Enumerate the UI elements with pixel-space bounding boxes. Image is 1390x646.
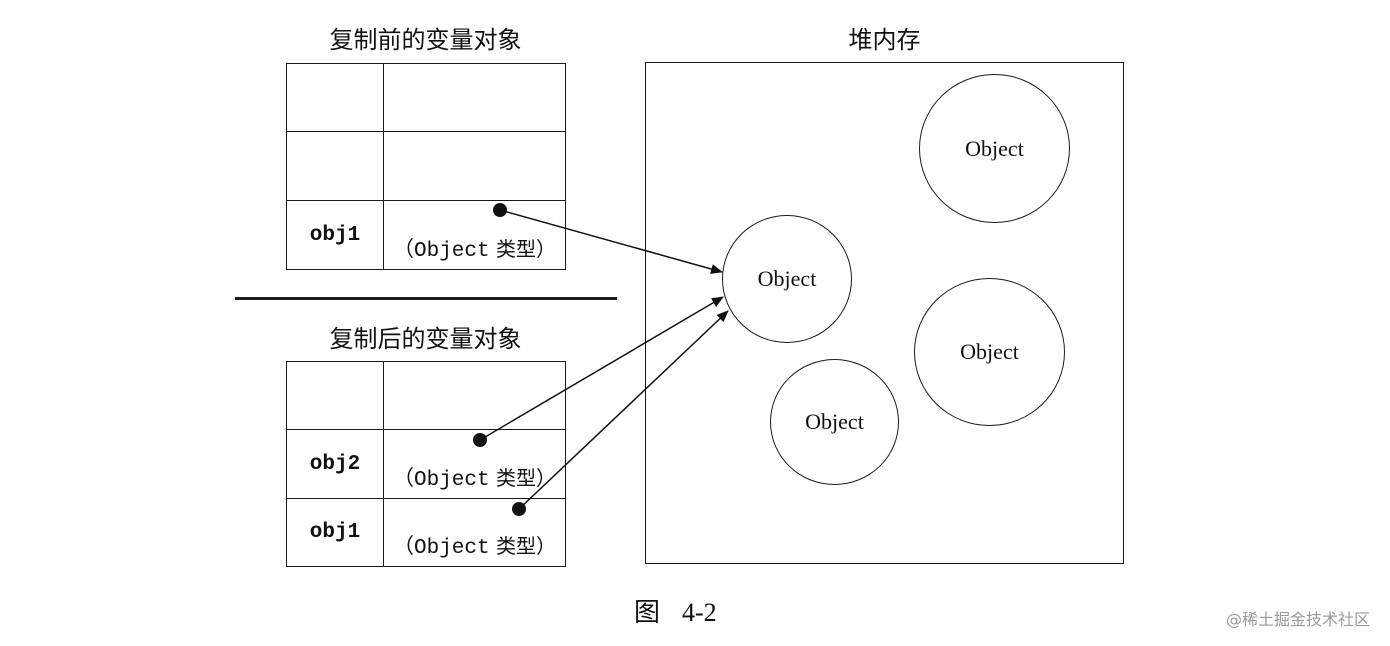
table-row: obj1 （Object 类型） xyxy=(286,200,566,270)
variable-value-cell xyxy=(383,63,566,132)
after-copy-variable-table: obj2 （Object 类型） obj1 （Object 类型） xyxy=(286,361,566,567)
table-row xyxy=(286,63,566,132)
table-row: obj1 （Object 类型） xyxy=(286,498,566,567)
before-copy-title: 复制前的变量对象 xyxy=(329,26,522,54)
variable-name-obj2: obj2 xyxy=(286,429,384,499)
heap-memory-title: 堆内存 xyxy=(848,26,921,54)
variable-name-cell xyxy=(286,63,384,132)
table-row xyxy=(286,361,566,430)
variable-name-obj1: obj1 xyxy=(286,200,384,270)
table-row xyxy=(286,131,566,201)
variable-name-cell xyxy=(286,361,384,430)
after-copy-title: 复制后的变量对象 xyxy=(329,325,522,353)
variable-value-cell xyxy=(383,131,566,201)
variable-name-obj1: obj1 xyxy=(286,498,384,567)
figure-label: 图 xyxy=(634,598,661,628)
figure-number: 4-2 xyxy=(682,598,717,627)
heap-object-referenced: Object xyxy=(722,215,852,343)
heap-object-top-right: Object xyxy=(919,74,1070,223)
table-row: obj2 （Object 类型） xyxy=(286,429,566,499)
figure-caption: 图 4-2 xyxy=(634,592,717,629)
heap-object-middle-right: Object xyxy=(914,278,1065,426)
variable-value-obj1: （Object 类型） xyxy=(383,200,566,270)
heap-object-bottom: Object xyxy=(770,359,899,485)
before-copy-variable-table: obj1 （Object 类型） xyxy=(286,63,566,270)
watermark: @稀土掘金技术社区 xyxy=(1225,610,1370,629)
value-type-label: （Object 类型） xyxy=(393,534,556,560)
section-divider xyxy=(235,297,617,300)
variable-value-obj2: （Object 类型） xyxy=(383,429,566,499)
variable-value-obj1: （Object 类型） xyxy=(383,498,566,567)
variable-name-cell xyxy=(286,131,384,201)
value-type-label: （Object 类型） xyxy=(393,466,556,492)
variable-value-cell xyxy=(383,361,566,430)
value-type-label: （Object 类型） xyxy=(393,237,556,263)
